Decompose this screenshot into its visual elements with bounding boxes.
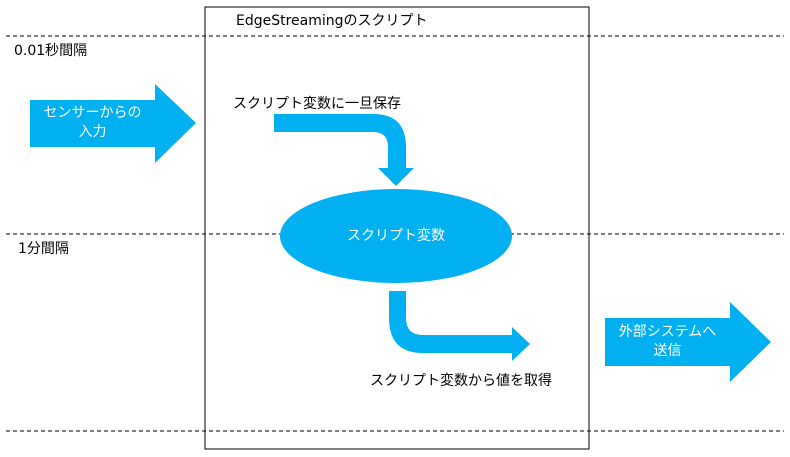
save-label: スクリプト変数に一旦保存	[233, 96, 401, 112]
script-variable-ellipse	[280, 189, 512, 283]
input-arrow-line2: 入力	[78, 124, 107, 140]
output-arrow-line1: 外部システムへ	[618, 324, 717, 340]
get-label: スクリプト変数から値を取得	[370, 373, 552, 389]
input-arrow-line1: センサーからの	[43, 105, 142, 121]
input-arrow-label: センサーからの 入力	[30, 104, 155, 142]
get-bent-arrow	[389, 291, 530, 361]
script-box	[204, 6, 590, 450]
save-bent-arrow	[274, 114, 414, 186]
ellipse-label: スクリプト変数	[347, 228, 445, 244]
output-arrow	[605, 302, 771, 382]
box-title: EdgeStreamingのスクリプト	[236, 13, 428, 29]
input-arrow	[30, 84, 196, 163]
interval-label-bottom: 1分間隔	[18, 241, 69, 257]
interval-label-top: 0.01秒間隔	[14, 43, 88, 59]
output-arrow-line2: 送信	[653, 343, 682, 359]
output-arrow-label: 外部システムへ 送信	[605, 323, 730, 361]
